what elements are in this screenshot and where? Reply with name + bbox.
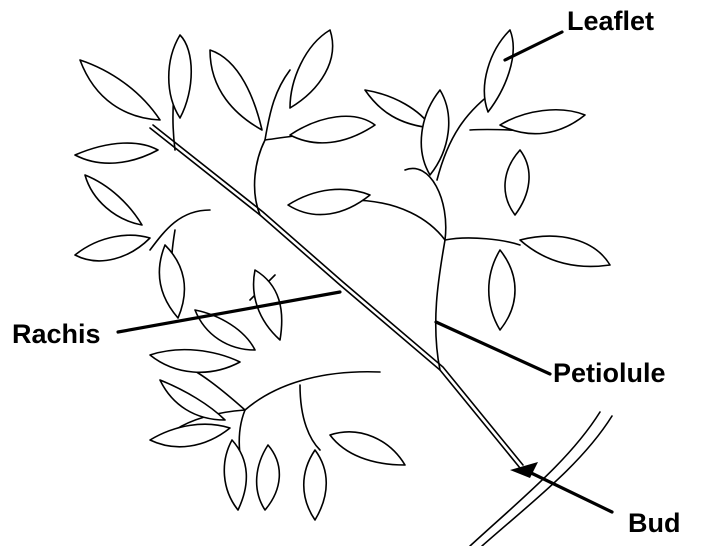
leaflet-shape (484, 30, 513, 112)
leaflet-shape (169, 35, 192, 118)
leaflet-shape (150, 424, 230, 447)
leaflet-shape (365, 90, 432, 128)
leaflet-shape (288, 189, 370, 214)
leaflet-shape (75, 143, 158, 163)
petiolule-pointer (436, 322, 550, 374)
leaflet-shape (505, 150, 529, 215)
leaflets (75, 30, 610, 520)
leaflet-shape (304, 450, 327, 520)
leaflet-shape (85, 175, 142, 225)
leaflet-shape (500, 110, 585, 134)
leaflet-shape (159, 245, 184, 318)
leaflet-shape (75, 235, 150, 261)
leaflet-shape (80, 60, 160, 120)
leaflet-shape (489, 250, 515, 330)
petiolule-label: Petiolule (553, 360, 666, 387)
leaflet-shape (330, 432, 405, 465)
leaflet-label: Leaflet (567, 8, 654, 35)
leaflet-shape (290, 30, 333, 108)
bud-label: Bud (628, 510, 680, 537)
leaflet-shape (421, 90, 448, 175)
leaflet-shape (150, 350, 240, 373)
leaflet-shape (520, 236, 610, 266)
leaflet-shape (210, 50, 262, 130)
bud-pointer (525, 470, 612, 512)
leaflet-shape (257, 445, 280, 510)
leaflet-shape (224, 440, 246, 510)
rachis-label: Rachis (12, 321, 101, 348)
leaflet-shape (290, 116, 375, 143)
